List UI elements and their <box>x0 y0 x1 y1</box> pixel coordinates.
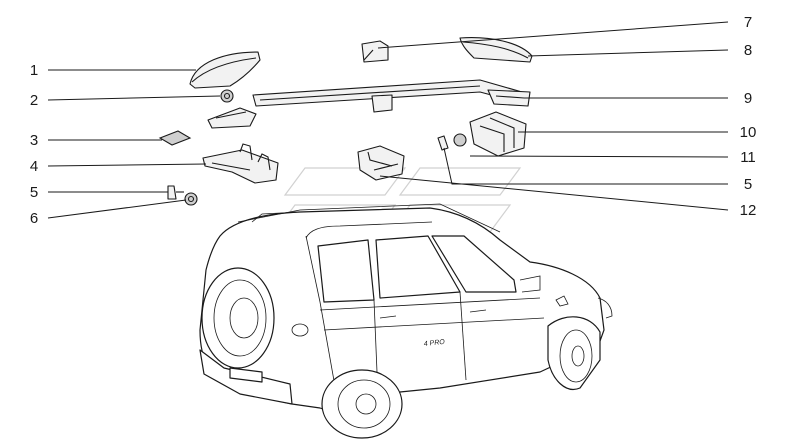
part-10-rear-bracket <box>453 111 527 157</box>
callout-label: 5 <box>744 176 752 193</box>
part-1-front-cover <box>189 51 261 89</box>
part-5-bolt-left <box>167 185 184 200</box>
callout-label: 12 <box>740 202 757 219</box>
callout-labels-right: 7 8 9 10 11 5 12 <box>740 14 757 219</box>
callout-label: 2 <box>30 92 38 109</box>
callout-label: 8 <box>744 42 752 59</box>
callout-labels-left: 1 2 3 4 5 6 <box>30 62 38 227</box>
callout-label: 11 <box>740 149 756 166</box>
part-6-washer <box>184 192 198 206</box>
part-4-front-bracket <box>202 143 279 184</box>
car-script-badge: 4 PRO <box>423 339 445 348</box>
callout-label: 4 <box>30 158 38 175</box>
callout-label: 6 <box>30 210 38 227</box>
part-3-gasket <box>158 130 192 146</box>
callout-label: 9 <box>744 90 752 107</box>
part-7-cap <box>361 40 389 63</box>
callout-label: 5 <box>30 184 38 201</box>
leader-lines <box>47 21 729 219</box>
callout-label: 3 <box>30 132 38 149</box>
callout-label: 1 <box>30 62 38 79</box>
part-5-bolt-right <box>437 135 449 151</box>
part-12-middle-support <box>357 145 405 181</box>
callout-label: 7 <box>744 14 752 31</box>
part-2-nut <box>220 89 234 103</box>
part-9-roof-rail <box>207 79 531 129</box>
callout-label: 10 <box>740 124 757 141</box>
part-8-rear-cover <box>459 37 533 63</box>
car-illustration <box>199 203 613 439</box>
